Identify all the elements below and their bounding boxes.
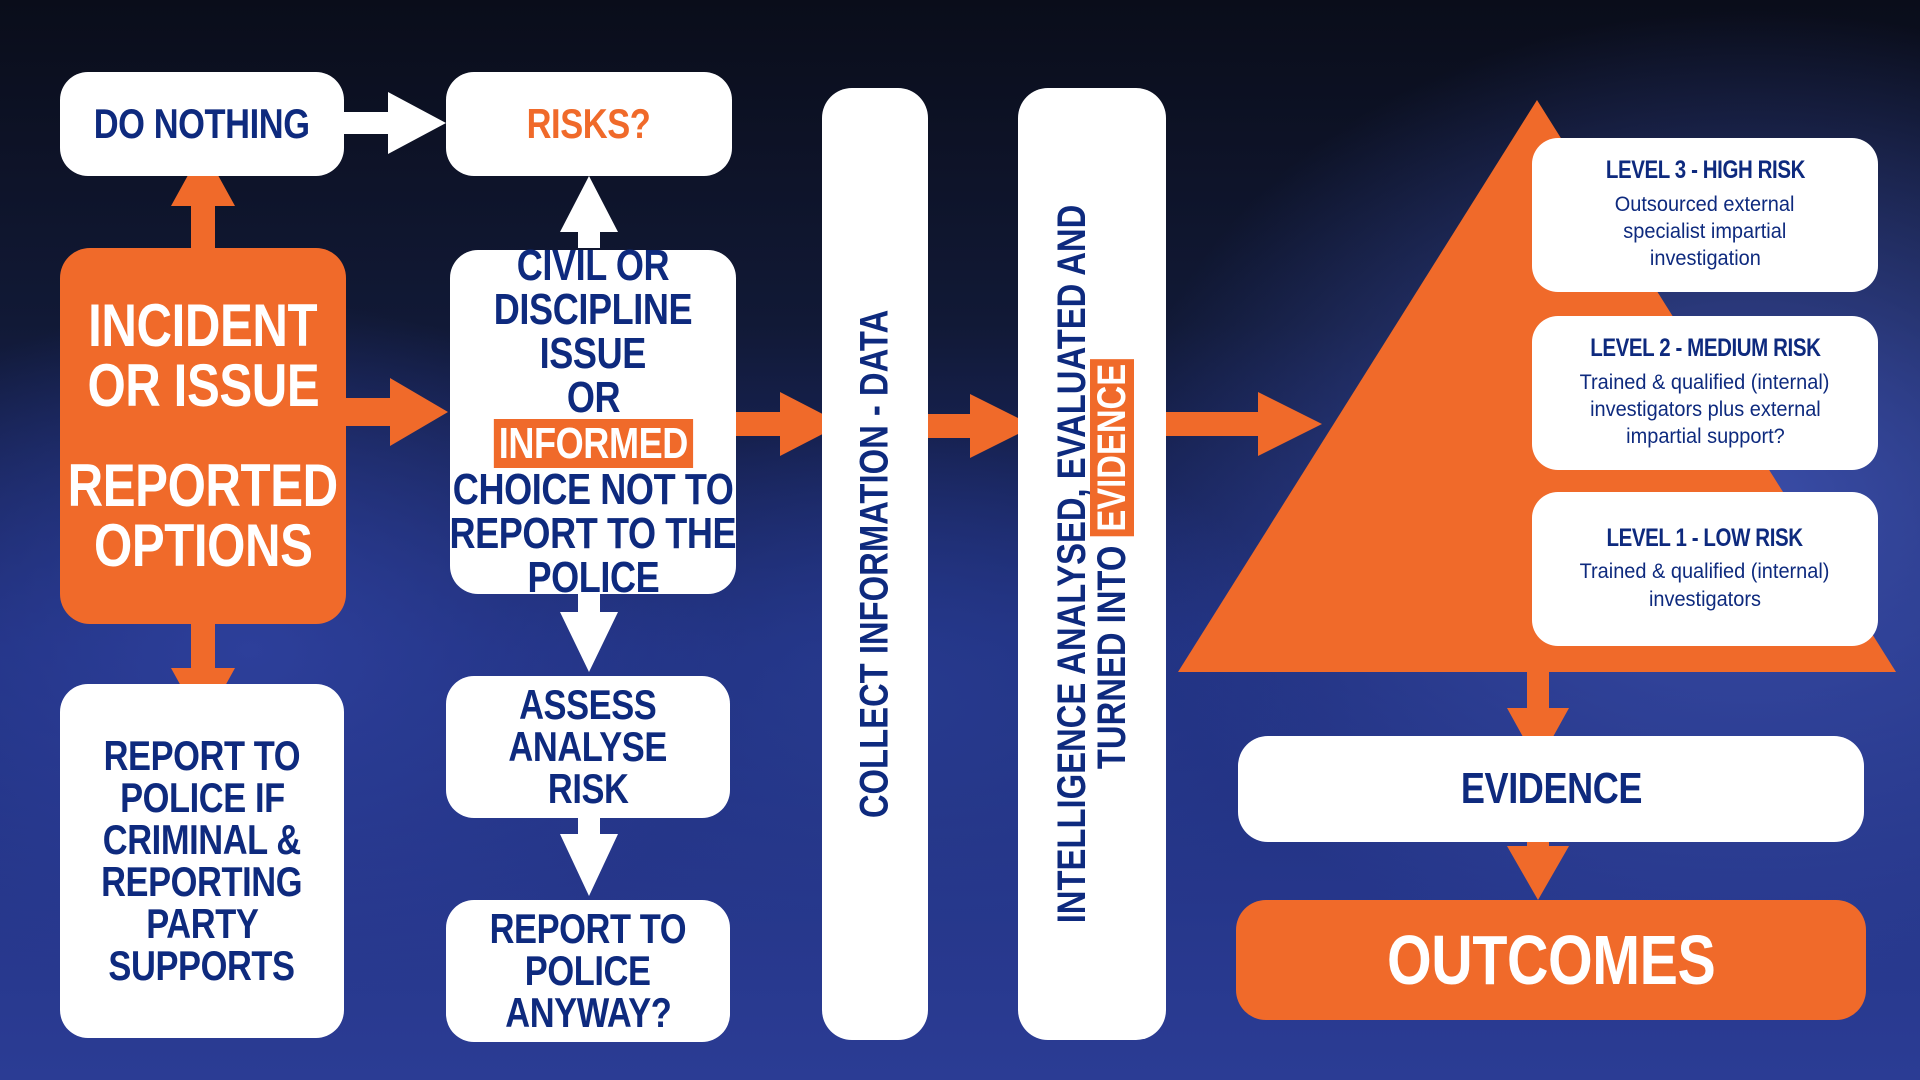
assess-line-2: ANALYSE [508, 723, 668, 770]
outcomes-box: OUTCOMES [1236, 900, 1866, 1020]
report-criminal-line-3: CRIMINAL & [102, 816, 302, 863]
civil-line-7: POLICE [527, 553, 659, 602]
report-anyway-line-2: POLICE [525, 947, 651, 994]
collect-information-label: COLLECT INFORMATION - DATA [852, 309, 897, 819]
assess-line-1: ASSESS [519, 681, 657, 728]
arrow-assess-to-reportanyway [560, 818, 618, 896]
level-1-title: LEVEL 1 - LOW RISK [1606, 523, 1804, 552]
level-2-desc-3: impartial support? [1625, 425, 1785, 449]
arrow-incident-to-civil [345, 378, 448, 446]
arrow-incident-to-report [171, 624, 235, 726]
arrow-civil-to-collect [736, 392, 842, 456]
report-if-criminal-box: REPORT TO POLICE IF CRIMINAL & REPORTING… [60, 684, 344, 1038]
level-3-title: LEVEL 3 - HIGH RISK [1605, 156, 1805, 185]
civil-line-3: ISSUE [539, 329, 647, 378]
incident-line-4: OPTIONS [93, 512, 313, 579]
civil-line-5: CHOICE NOT TO [452, 465, 734, 514]
level-2-desc-1: Trained & qualified (internal) [1580, 370, 1830, 394]
level-1-desc-1: Trained & qualified (internal) [1580, 560, 1830, 584]
intelligence-box: INTELLIGENCE ANALYSED, EVALUATED AND TUR… [1018, 88, 1166, 1040]
intelligence-line-1: INTELLIGENCE ANALYSED, EVALUATED AND [1050, 204, 1094, 924]
level-2-box: LEVEL 2 - MEDIUM RISK Trained & qualifie… [1532, 316, 1878, 470]
arrow-incident-to-donothing [171, 148, 235, 248]
report-criminal-line-5: PARTY [145, 900, 259, 947]
level-1-box: LEVEL 1 - LOW RISK Trained & qualified (… [1532, 492, 1878, 646]
civil-line-2: DISCIPLINE [493, 285, 693, 334]
arrow-evidence-to-outcomes [1507, 808, 1569, 900]
civil-line-4: OR [566, 373, 620, 422]
level-3-box: LEVEL 3 - HIGH RISK Outsourced external … [1532, 138, 1878, 292]
civil-informed-highlight: INFORMED [493, 419, 693, 468]
arrow-civil-to-risks [560, 176, 618, 248]
intelligence-line-2-prefix: TURNED INTO [1090, 545, 1134, 770]
assess-line-3: RISK [547, 765, 629, 812]
arrow-civil-to-assess [560, 594, 618, 672]
report-anyway-box: REPORT TO POLICE ANYWAY? [446, 900, 730, 1042]
incident-line-2: OR ISSUE [87, 352, 319, 419]
outcomes-label: OUTCOMES [1386, 921, 1716, 999]
report-criminal-line-4: REPORTING [101, 858, 303, 905]
incident-box: INCIDENT OR ISSUE REPORTED OPTIONS [60, 248, 346, 624]
do-nothing-label: DO NOTHING [94, 100, 310, 147]
do-nothing-box: DO NOTHING [60, 72, 344, 176]
level-3-desc-1: Outsourced external [1615, 192, 1795, 216]
arrow-intelligence-to-pyramid [1150, 392, 1322, 456]
level-3-desc-2: specialist impartial [1623, 220, 1787, 244]
arrow-donothing-to-risks [344, 92, 446, 154]
risks-label: RISKS? [527, 100, 651, 147]
report-criminal-line-2: POLICE IF [119, 774, 285, 821]
report-anyway-line-3: ANYWAY? [504, 989, 672, 1036]
evidence-box: EVIDENCE [1238, 736, 1864, 842]
arrow-collect-to-intelligence [904, 394, 1034, 458]
collect-information-box: COLLECT INFORMATION - DATA [822, 88, 928, 1040]
risks-box: RISKS? [446, 72, 732, 176]
level-2-desc-2: investigators plus external [1589, 398, 1821, 422]
report-criminal-line-6: SUPPORTS [108, 942, 296, 989]
civil-line-6: REPORT TO THE [449, 509, 737, 558]
arrow-pyramid-to-evidence [1507, 670, 1569, 764]
civil-discipline-box: CIVIL OR DISCIPLINE ISSUE OR INFORMED CH… [449, 244, 737, 600]
level-2-title: LEVEL 2 - MEDIUM RISK [1589, 334, 1821, 363]
evidence-label: EVIDENCE [1460, 764, 1642, 813]
level-3-desc-3: investigation [1649, 247, 1761, 271]
assess-analyse-risk-box: ASSESS ANALYSE RISK [446, 676, 730, 818]
report-criminal-line-1: REPORT TO [103, 732, 301, 779]
level-1-desc-2: investigators [1648, 587, 1761, 611]
report-anyway-line-1: REPORT TO [489, 905, 687, 952]
incident-line-1: INCIDENT [88, 292, 318, 359]
incident-line-3: REPORTED [67, 452, 339, 519]
intelligence-evidence-highlight: EVIDENCE [1090, 358, 1134, 537]
civil-line-1: CIVIL OR [516, 241, 670, 290]
